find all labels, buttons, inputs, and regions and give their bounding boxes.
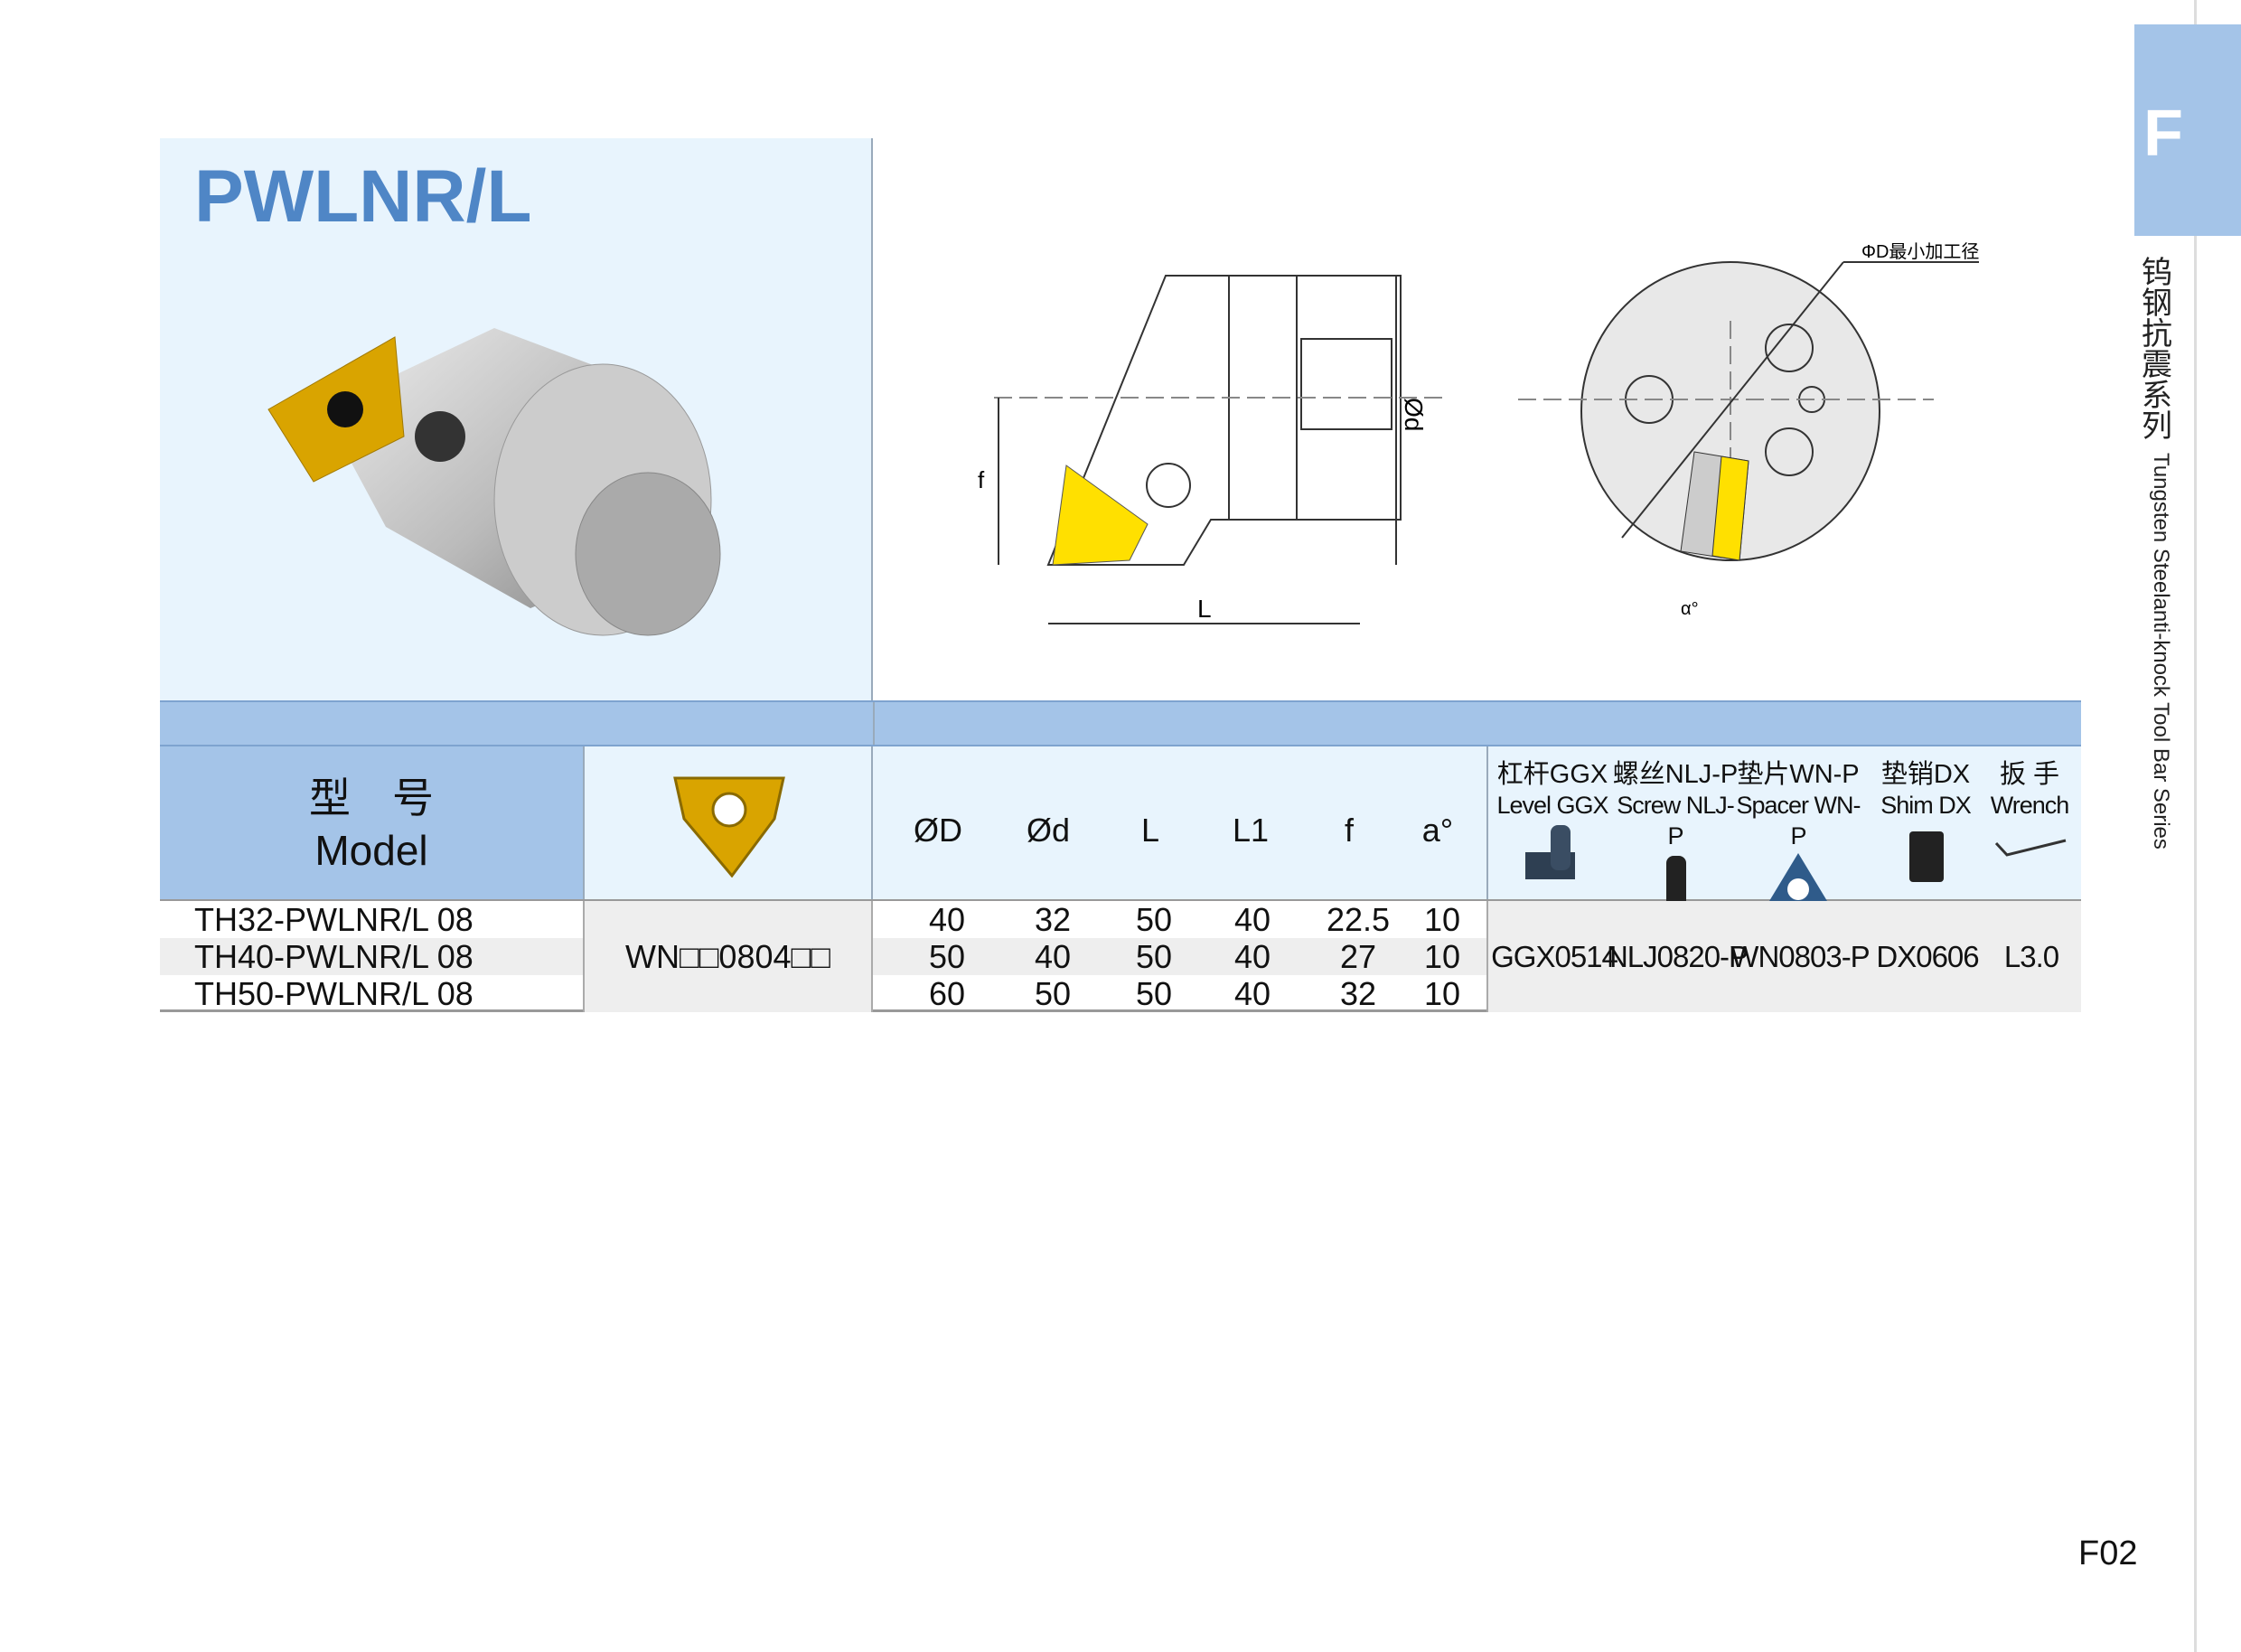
model-cell: TH32-PWLNR/L 08 [194, 901, 474, 938]
part-en: Screw NLJ-P [1617, 792, 1735, 849]
dim-cell: 40 [1034, 938, 1072, 975]
part-code: L3.0 [2003, 939, 2059, 973]
label-L: L [1197, 595, 1212, 623]
series-en: Tungsten Steelanti-knock Tool Bar Series [2149, 453, 2173, 849]
page-number: F02 [2078, 1535, 2138, 1572]
model-header: 型 号 Model [160, 746, 583, 899]
dim-cell: 10 [1423, 975, 1461, 1012]
product-hero: PWLNR/L [160, 138, 873, 700]
table-row: TH32-PWLNR/L 08 40 32 50 40 22.5 10 [160, 901, 2081, 938]
part-spacer: 垫片WN-P Spacer WN-P [1735, 759, 1861, 922]
part-cn: 螺丝NLJ-P [1612, 760, 1739, 789]
model-cell: TH50-PWLNR/L 08 [194, 975, 474, 1012]
model-header-cn: 型 号 [309, 774, 434, 821]
dim-header-L: L [1140, 812, 1160, 849]
part-lever: 杠杆GGX Level GGX [1489, 759, 1616, 891]
part-wrench: 扳 手 Wrench [1966, 759, 2093, 891]
dim-header-f: f [1344, 812, 1355, 849]
dim-cell: 60 [928, 975, 966, 1012]
dim-header-D: ØD [914, 812, 962, 849]
insert-header [583, 746, 873, 899]
dim-cell: 50 [1034, 975, 1072, 1012]
dim-cell: 40 [1233, 975, 1271, 1012]
dim-cell: 50 [1135, 938, 1173, 975]
insert-cell: WN□□0804□□ [583, 901, 873, 1012]
label-f: f [978, 466, 985, 493]
table-header: 型 号 Model ØD Ød L L1 f a° 杠杆GGX Level GGX… [160, 746, 2081, 912]
insert-icon [673, 776, 785, 878]
part-code: GGX0514 [1491, 939, 1618, 973]
dim-cell: 40 [1233, 901, 1271, 938]
spec-table-body: TH32-PWLNR/L 08 40 32 50 40 22.5 10 TH40… [160, 901, 2081, 1012]
part-screw: 螺丝NLJ-P Screw NLJ-P [1612, 759, 1739, 922]
header-band [160, 700, 2081, 746]
page-edge-line [2194, 0, 2197, 1652]
part-code: WN0803-P [1730, 939, 1870, 973]
section-tab: F [2134, 24, 2241, 236]
part-en: Spacer WN-P [1736, 792, 1861, 849]
series-cn: 钨钢抗震系列 [2142, 256, 2172, 444]
part-cn: 杠杆GGX [1496, 760, 1608, 789]
dim-cell: 10 [1423, 901, 1461, 938]
spacer-icon [1767, 853, 1830, 906]
model-header-en: Model [314, 827, 428, 874]
front-view-diagram: ΦD最小加工径 α° [1518, 241, 1979, 619]
dim-cell: 50 [928, 938, 966, 975]
part-cn: 垫片WN-P [1737, 760, 1860, 789]
label-alpha: α° [1681, 599, 1699, 619]
dim-cell: 32 [1034, 901, 1072, 938]
model-cell: TH40-PWLNR/L 08 [194, 938, 474, 975]
wrench-icon [1994, 839, 2067, 857]
dim-cell: 32 [1339, 975, 1377, 1012]
part-code: DX0606 [1876, 939, 1979, 973]
dim-cell: 50 [1135, 975, 1173, 1012]
shim-icon [1909, 831, 1944, 882]
label-min-diameter: ΦD最小加工径 [1861, 241, 1979, 262]
label-d: Ød [1400, 398, 1428, 431]
parts-codes: GGX0514 NLJ0820-P WN0803-P DX0606 L3.0 [1486, 901, 2081, 1012]
lever-icon [1525, 825, 1575, 879]
dim-cell: 40 [928, 901, 966, 938]
part-cn: 垫销DX [1880, 760, 1971, 789]
table-row: TH50-PWLNR/L 08 60 50 50 40 32 10 [160, 975, 2081, 1012]
side-view-diagram: f L Ød [978, 275, 1446, 624]
dim-cell: 40 [1233, 938, 1271, 975]
dim-cell: 10 [1423, 938, 1461, 975]
part-en: Wrench [1990, 792, 2070, 819]
part-shim: 垫销DX Shim DX [1862, 759, 1989, 891]
dim-cell: 22.5 [1326, 901, 1391, 938]
dim-header-d: Ød [1026, 812, 1071, 849]
part-code: NLJ0820-P [1606, 939, 1749, 973]
dim-header-L1: L1 [1232, 812, 1270, 849]
screw-icon [1666, 856, 1686, 912]
product-title: PWLNR/L [194, 155, 532, 238]
part-en: Shim DX [1880, 792, 1972, 819]
part-cn: 扳 手 [1999, 760, 2060, 789]
part-en: Level GGX [1496, 792, 1608, 819]
dim-cell: 27 [1339, 938, 1377, 975]
tool-photo [267, 328, 721, 636]
dim-cell: 50 [1135, 901, 1173, 938]
dim-header-a: a° [1421, 812, 1454, 849]
series-label: 钨钢抗震系列 Tungsten Steelanti-knock Tool Bar… [2142, 258, 2187, 849]
